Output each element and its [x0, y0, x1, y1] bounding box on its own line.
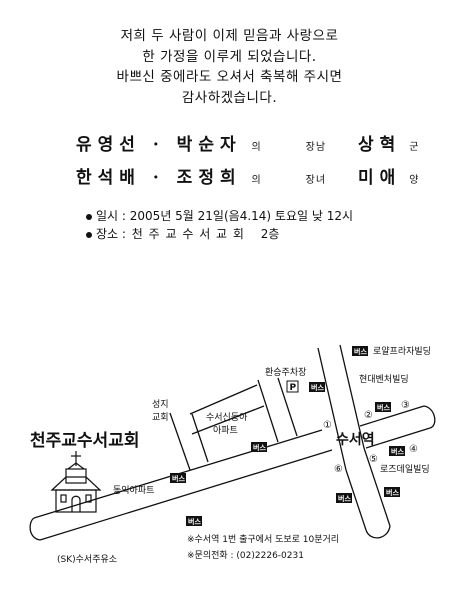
date-label: 일시 : [96, 209, 126, 223]
bus-stop-2: 버스 [309, 382, 325, 392]
seongji-label-1: 성지 [152, 399, 169, 410]
invitation-message: 저희 두 사람이 이제 믿음과 사랑으로 한 가정을 이루게 되었습니다. 바쁘… [0, 26, 459, 108]
parking-icon: P [286, 380, 299, 393]
groom-suffix: 군 [409, 142, 420, 153]
parking-symbol: P [290, 383, 297, 393]
bus-stop-6: 버스 [170, 473, 186, 483]
bus-label: 버스 [386, 488, 399, 497]
exit-3-marker: ③ [401, 400, 410, 411]
place-info: 장소 : 천 주 교 수 서 교 회 2층 [86, 225, 279, 242]
bus-stop-4: 버스 [251, 442, 267, 452]
exit-2-marker: ② [364, 410, 373, 421]
place-value: 천 주 교 수 서 교 회 [131, 227, 245, 241]
bullet-icon [86, 213, 92, 220]
bus-stop-8: 버스 [384, 487, 400, 497]
bus-stop-7: 버스 [336, 493, 352, 503]
groom-parents: 유영선 · 박순자 [76, 135, 242, 155]
bus-label: 버스 [311, 383, 324, 392]
church-icon [50, 451, 102, 513]
bus-label: 버스 [377, 403, 390, 412]
exit-4-marker: ④ [409, 444, 418, 455]
invitation-line-2: 한 가정을 이루게 되었습니다. [142, 48, 317, 65]
suseo-station-label: 수서역 [336, 431, 375, 448]
bride-rank: 장녀 [305, 175, 327, 186]
rose-dale-label: 로즈데일빌딩 [380, 464, 430, 475]
bus-label: 버스 [391, 447, 404, 456]
groom-name: 상혁 [357, 135, 402, 155]
road-outlines [29, 344, 436, 541]
invitation-line-1: 저희 두 사람이 이제 믿음과 사랑으로 [120, 28, 339, 44]
bride-family-line: 한석배 · 조정희 의 장녀 미애 양 [76, 163, 419, 188]
place-label: 장소 : [96, 227, 126, 241]
bus-stop-1: 버스 [352, 346, 368, 356]
suseo-sindonga-label-1: 수서신동아 [206, 412, 248, 423]
royal-plaza-label: 로얄프라자빌딩 [373, 346, 431, 357]
bride-relation-of: 의 [251, 175, 262, 186]
bus-stop-5: 버스 [389, 446, 405, 456]
date-value: 2005년 5월 21일(음4.14) 토요일 낮 12시 [129, 209, 354, 223]
bride-parents: 한석배 · 조정희 [76, 168, 242, 188]
sk-station-label: (SK)수서주유소 [57, 554, 117, 565]
suseo-sindonga-label-2: 아파트 [213, 425, 238, 436]
date-info: 일시 : 2005년 5월 21일(음4.14) 토요일 낮 12시 [86, 207, 353, 224]
walk-distance-note: ※수서역 1번 출구에서 도보로 10분거리 [187, 534, 339, 545]
bus-label: 버스 [354, 347, 367, 356]
bus-label: 버스 [172, 474, 185, 483]
church-title: 천주교수서교회 [30, 431, 139, 451]
bride-suffix: 양 [409, 175, 420, 186]
bus-label: 버스 [338, 494, 351, 503]
place-floor: 2층 [260, 227, 280, 241]
hyundai-venture-label: 현대벤처빌딩 [359, 373, 409, 385]
location-map: 천주교수서교회 로얄프라자빌딩 환승주차장 현대벤처빌딩 성지 교회 수서신동아… [29, 344, 436, 565]
exit-5-marker: ⑤ [369, 454, 378, 465]
exit-1-marker: ① [323, 420, 332, 431]
bullet-icon [86, 231, 92, 238]
transfer-parking-label: 환승주차장 [265, 366, 306, 378]
phone-note: ※문의전화 : (02)2226-0231 [187, 550, 304, 561]
groom-family-line: 유영선 · 박순자 의 장남 상혁 군 [76, 130, 419, 155]
seongji-label-2: 교회 [152, 412, 169, 423]
groom-rank: 장남 [305, 142, 327, 153]
bus-stop-3: 버스 [375, 402, 391, 412]
exit-6-marker: ⑥ [334, 464, 343, 475]
dongik-apt-label: 동익아파트 [113, 484, 154, 496]
invitation-line-3: 바쁘신 중에라도 오셔서 축복해 주시면 [116, 69, 343, 85]
bus-stop-9: 버스 [186, 516, 202, 526]
bus-label: 버스 [188, 517, 201, 526]
bride-name: 미애 [357, 168, 402, 188]
invitation-line-4: 감사하겠습니다. [181, 89, 278, 106]
bus-label: 버스 [253, 443, 266, 452]
groom-relation-of: 의 [251, 142, 262, 153]
